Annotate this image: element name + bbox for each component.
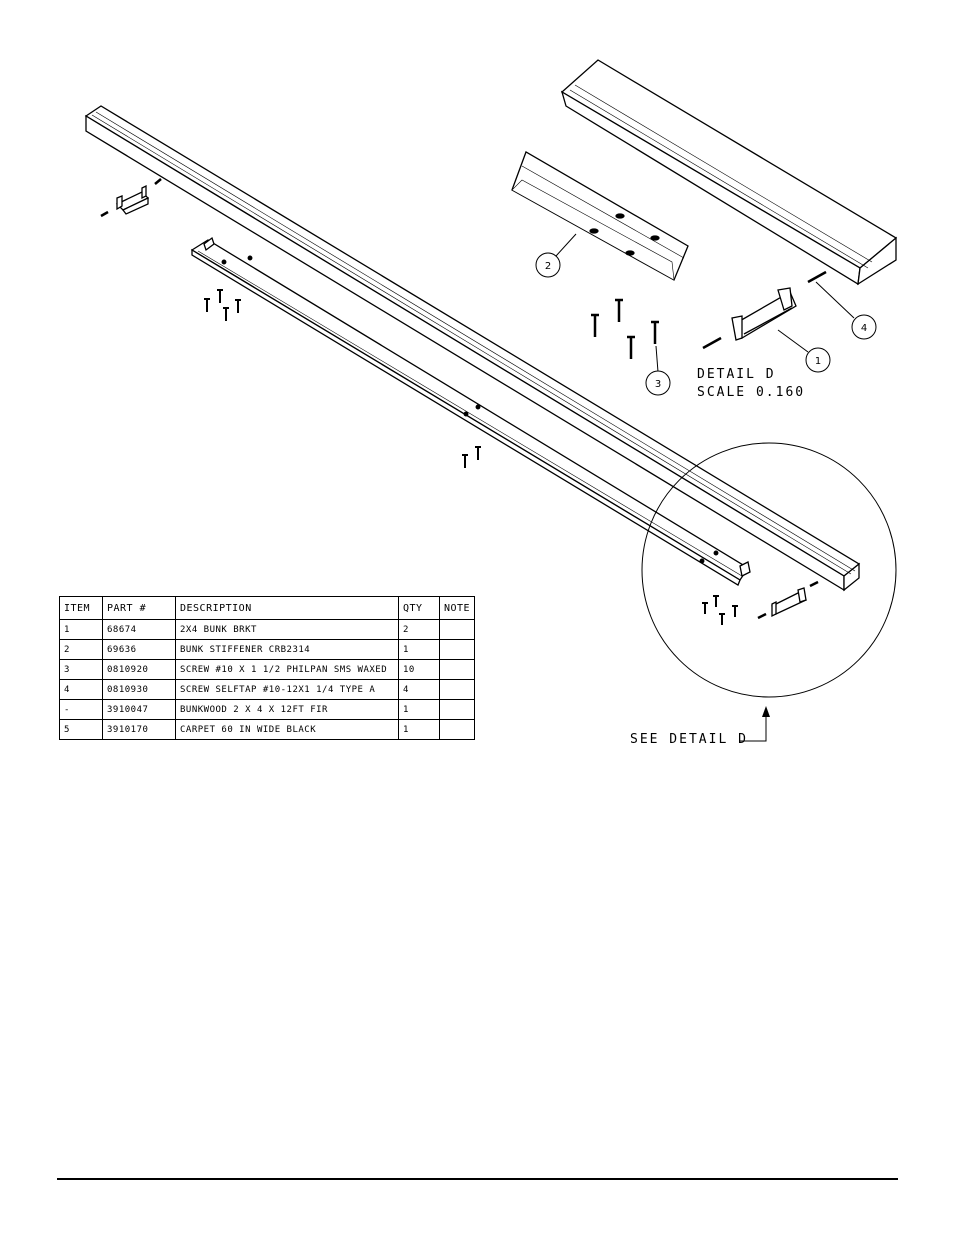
table-row: 3 0810920 SCREW #10 X 1 1/2 PHILPAN SMS … bbox=[59, 659, 476, 680]
bom-qty: 1 bbox=[398, 719, 440, 740]
bom-header-note: NOTE bbox=[438, 596, 476, 620]
bom-qty: 2 bbox=[398, 619, 440, 640]
bom-item: 5 bbox=[59, 719, 103, 740]
svg-text:SEE DETAIL D: SEE DETAIL D bbox=[630, 732, 748, 747]
bom-note bbox=[438, 639, 476, 660]
detail-title: DETAIL D bbox=[697, 367, 776, 382]
bom-item: 4 bbox=[59, 679, 103, 700]
bom-header-description: DESCRIPTION bbox=[175, 596, 399, 620]
svg-text:2: 2 bbox=[545, 261, 551, 272]
bracket-left bbox=[100, 178, 162, 218]
bom-note bbox=[438, 619, 476, 640]
bom-part: 68674 bbox=[102, 619, 176, 640]
bom-item: - bbox=[59, 699, 103, 720]
bom-description: BUNKWOOD 2 X 4 X 12FT FIR bbox=[175, 699, 399, 720]
bom-description: CARPET 60 IN WIDE BLACK bbox=[175, 719, 399, 740]
bom-description: 2X4 BUNK BRKT bbox=[175, 619, 399, 640]
svg-text:4: 4 bbox=[861, 323, 867, 334]
bom-part: 0810920 bbox=[102, 659, 176, 680]
bom-header-row: ITEM PART # DESCRIPTION QTY NOTE bbox=[59, 596, 476, 620]
svg-text:3: 3 bbox=[655, 379, 661, 390]
bom-description: SCREW SELFTAP #10-12X1 1/4 TYPE A bbox=[175, 679, 399, 700]
bom-description: BUNK STIFFENER CRB2314 bbox=[175, 639, 399, 660]
bom-item: 1 bbox=[59, 619, 103, 640]
bom-note bbox=[438, 679, 476, 700]
detail-screws bbox=[591, 298, 659, 359]
bom-item: 3 bbox=[59, 659, 103, 680]
balloon-4: 4 bbox=[851, 314, 877, 340]
balloon-2: 2 bbox=[535, 252, 561, 278]
circle-bracket bbox=[757, 580, 819, 620]
screw-cluster-middle bbox=[462, 446, 481, 468]
table-row: 1 68674 2X4 BUNK BRKT 2 bbox=[59, 619, 476, 640]
bom-part: 0810930 bbox=[102, 679, 176, 700]
table-row: - 3910047 BUNKWOOD 2 X 4 X 12FT FIR 1 bbox=[59, 699, 476, 720]
bom-part: 3910047 bbox=[102, 699, 176, 720]
detail-stiffener bbox=[511, 151, 689, 281]
balloon-3: 3 bbox=[645, 370, 671, 396]
footer-rule bbox=[57, 1178, 898, 1180]
bunk-board bbox=[84, 105, 861, 592]
circle-screws bbox=[702, 595, 738, 625]
balloon-leaders bbox=[555, 233, 855, 373]
bill-of-materials: ITEM PART # DESCRIPTION QTY NOTE 1 68674… bbox=[59, 596, 476, 740]
bom-qty: 1 bbox=[398, 639, 440, 660]
bom-header-part: PART # bbox=[102, 596, 176, 620]
bom-note bbox=[438, 659, 476, 680]
table-row: 4 0810930 SCREW SELFTAP #10-12X1 1/4 TYP… bbox=[59, 679, 476, 700]
svg-text:1: 1 bbox=[815, 356, 821, 367]
bom-note bbox=[438, 699, 476, 720]
table-row: 2 69636 BUNK STIFFENER CRB2314 1 bbox=[59, 639, 476, 660]
balloon-1: 1 bbox=[805, 347, 831, 373]
bom-part: 69636 bbox=[102, 639, 176, 660]
bom-description: SCREW #10 X 1 1/2 PHILPAN SMS WAXED bbox=[175, 659, 399, 680]
bom-qty: 1 bbox=[398, 699, 440, 720]
detail-bracket bbox=[702, 270, 827, 350]
bunk-stiffener bbox=[190, 236, 751, 586]
bom-note bbox=[438, 719, 476, 740]
bom-header-qty: QTY bbox=[398, 596, 440, 620]
screw-cluster-left bbox=[204, 289, 241, 321]
table-row: 5 3910170 CARPET 60 IN WIDE BLACK 1 bbox=[59, 719, 476, 740]
bom-part: 3910170 bbox=[102, 719, 176, 740]
detail-scale: SCALE 0.160 bbox=[697, 385, 805, 400]
bom-qty: 10 bbox=[398, 659, 440, 680]
detail-bunk-wood bbox=[560, 59, 898, 286]
bom-item: 2 bbox=[59, 639, 103, 660]
bom-header-item: ITEM bbox=[59, 596, 103, 620]
bom-qty: 4 bbox=[398, 679, 440, 700]
detail-circle bbox=[641, 442, 897, 698]
see-detail-callout: SEE DETAIL D bbox=[630, 706, 770, 747]
